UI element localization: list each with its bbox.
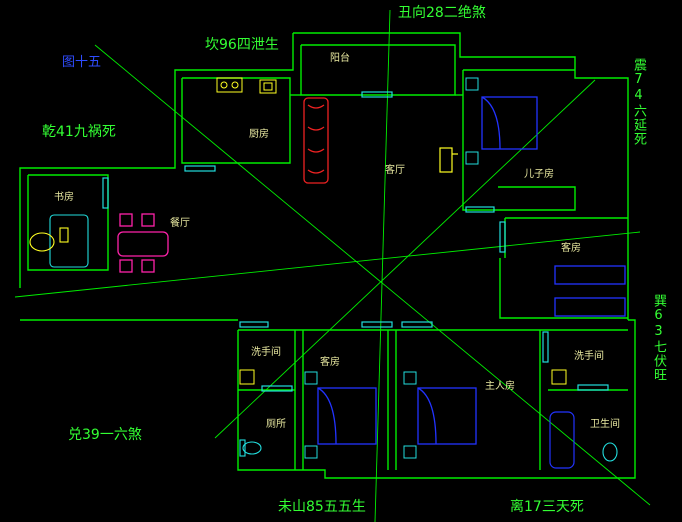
room-washroom-right: 洗手间 bbox=[574, 351, 604, 362]
sofa bbox=[303, 97, 329, 184]
tv-icon bbox=[439, 147, 458, 173]
sink-icon bbox=[259, 79, 277, 94]
room-guest-right: 客房 bbox=[561, 243, 581, 254]
bed-guest-bottom bbox=[317, 387, 377, 445]
direction-bottom-right: 离17三天死 bbox=[510, 499, 584, 515]
study-desk bbox=[29, 214, 89, 268]
direction-left-upper: 乾41九祸死 bbox=[42, 124, 116, 140]
room-son: 儿子房 bbox=[524, 169, 554, 180]
direction-top-left: 坎96四泄生 bbox=[205, 37, 279, 53]
dining-set bbox=[117, 213, 169, 273]
room-dining: 餐厅 bbox=[170, 218, 190, 229]
stove-icon bbox=[216, 77, 243, 93]
direction-right-upper: 震74六延死 bbox=[631, 58, 646, 146]
bathtub-icon bbox=[549, 411, 575, 469]
room-living: 客厅 bbox=[385, 165, 405, 176]
bed-son-room bbox=[481, 96, 538, 150]
figure-label: 图十五 bbox=[62, 55, 102, 70]
toilet-icons bbox=[239, 439, 618, 462]
bagua-lines bbox=[14, 9, 651, 522]
direction-bottom-left: 未山85五五生 bbox=[278, 499, 366, 515]
room-bathroom: 卫生间 bbox=[590, 419, 620, 430]
bunk-beds bbox=[554, 265, 626, 317]
room-master: 主人房 bbox=[485, 381, 515, 392]
windows bbox=[102, 91, 609, 392]
bedside-tables bbox=[304, 77, 479, 459]
room-kitchen: 厨房 bbox=[249, 129, 269, 140]
room-toilet-left: 厕所 bbox=[266, 419, 286, 430]
washbasin-icons bbox=[239, 369, 567, 385]
direction-top: 丑向28二绝煞 bbox=[398, 5, 486, 21]
bed-master bbox=[417, 387, 477, 445]
room-washroom-left: 洗手间 bbox=[251, 347, 281, 358]
direction-right-lower: 巽63七伏旺 bbox=[651, 294, 666, 382]
room-study: 书房 bbox=[54, 192, 74, 203]
direction-left-lower: 兑39一六煞 bbox=[68, 427, 142, 443]
room-guest-bottom: 客房 bbox=[320, 357, 340, 368]
room-balcony: 阳台 bbox=[330, 53, 350, 64]
